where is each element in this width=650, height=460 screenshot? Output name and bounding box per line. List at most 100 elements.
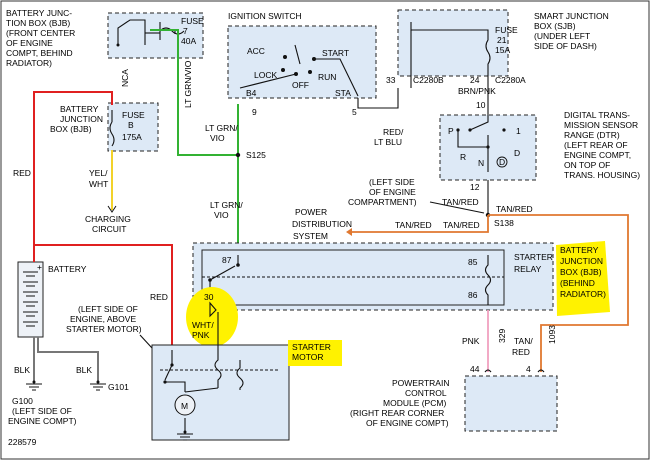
wire-lt-grn-vio-mid-label-2: VIO xyxy=(210,133,225,143)
wire-lt-grn-vio-vertical-label: LT GRN/VIO xyxy=(183,60,193,108)
ignition-pin-5: 5 xyxy=(352,107,357,117)
sjb-conn-c2280b: C2280B xyxy=(413,75,444,85)
svg-text:B: B xyxy=(128,120,134,130)
sjb-conn-c2280a: C2280A xyxy=(495,75,526,85)
svg-text:RUN: RUN xyxy=(318,72,336,82)
pcm-pin-4: 4 xyxy=(526,364,531,374)
charging-label: CHARGING xyxy=(85,214,131,224)
dtr-pin-12: 12 xyxy=(470,182,480,192)
pcm-connectors xyxy=(484,369,545,373)
relay-pin-86: 86 xyxy=(468,290,478,300)
wire-tan-red-bottom-label-2: RED xyxy=(512,347,530,357)
bjb-right-label: BATTERY JUNCTION BOX (BJB) (BEHIND RADIA… xyxy=(560,245,606,299)
battery-cells xyxy=(23,271,38,327)
svg-text:ENGINE COMPT): ENGINE COMPT) xyxy=(8,416,77,426)
svg-text:7: 7 xyxy=(183,26,188,36)
svg-text:(LEFT REAR OF: (LEFT REAR OF xyxy=(564,140,628,150)
pcm-box xyxy=(464,375,558,432)
splice-s125-label: S125 xyxy=(246,150,266,160)
starter-motor-label: STARTER MOTOR xyxy=(292,342,331,362)
svg-text:DISTRIBUTION: DISTRIBUTION xyxy=(292,219,352,229)
wire-wht-pnk-label: WHT/ xyxy=(192,320,214,330)
wire-red-blu-label-2: LT BLU xyxy=(374,137,402,147)
svg-text:BOX (BJB): BOX (BJB) xyxy=(50,124,92,134)
connector-30-symbol xyxy=(209,301,217,318)
svg-text:D: D xyxy=(499,157,505,167)
svg-text:OFF: OFF xyxy=(292,80,309,90)
starter-motor-box xyxy=(151,344,290,441)
svg-text:OF ENGINE: OF ENGINE xyxy=(369,187,416,197)
sjb-label: SMART JUNCTION BOX (SJB) (UNDER LEFT SID… xyxy=(534,11,609,51)
ignition-title: IGNITION SWITCH xyxy=(228,11,302,21)
svg-text:FUSE: FUSE xyxy=(181,16,204,26)
svg-text:N: N xyxy=(478,158,484,168)
svg-text:MOTOR: MOTOR xyxy=(292,352,323,362)
svg-text:ON TOP OF: ON TOP OF xyxy=(564,160,610,170)
pcm-label: POWERTRAIN CONTROL MODULE (PCM) (RIGHT R… xyxy=(350,378,449,428)
starter-motor-internals xyxy=(160,345,280,432)
wire-1093-label: 1093 xyxy=(547,325,557,344)
wire-blk-mid-label: BLK xyxy=(76,365,92,375)
wire-tan-red-bjb-pcm xyxy=(488,214,629,372)
svg-text:R: R xyxy=(460,152,466,162)
svg-text:STA: STA xyxy=(335,88,351,98)
svg-text:(LEFT SIDE: (LEFT SIDE xyxy=(369,177,415,187)
power-dist-arrow xyxy=(346,228,352,236)
battery-label: BATTERY xyxy=(48,264,87,274)
svg-text:STARTER: STARTER xyxy=(292,342,331,352)
svg-text:TION BOX (BJB): TION BOX (BJB) xyxy=(6,18,70,28)
nca-label: NCA xyxy=(120,69,130,87)
bjb-right-highlight xyxy=(556,241,610,316)
wire-tan-red-power-dist xyxy=(350,215,489,233)
svg-text:FUSE: FUSE xyxy=(495,25,518,35)
ignition-switch-box xyxy=(227,25,377,99)
svg-text:CONTROL: CONTROL xyxy=(405,388,447,398)
svg-text:BOX (SJB): BOX (SJB) xyxy=(534,21,576,31)
svg-text:COMPT, BEHIND: COMPT, BEHIND xyxy=(6,48,73,58)
svg-text:ACC: ACC xyxy=(247,46,265,56)
wire-lt-grn-vio-low-label: LT GRN/ xyxy=(210,200,243,210)
wire-red-lt-blu xyxy=(357,88,399,109)
svg-text:BATTERY: BATTERY xyxy=(560,245,599,255)
svg-text:FUSE: FUSE xyxy=(122,110,145,120)
relay-pin-30-overlay: 30 xyxy=(204,292,214,302)
svg-text:JUNCTION: JUNCTION xyxy=(560,256,603,266)
wire-pin-10: 10 xyxy=(476,100,486,110)
svg-text:TRANS. HOUSING): TRANS. HOUSING) xyxy=(564,170,640,180)
svg-text:SYSTEM: SYSTEM xyxy=(293,231,328,241)
motor-symbol-letter: M xyxy=(181,401,188,411)
ground-symbol-starter xyxy=(177,430,193,441)
wire-yel-wht-label: YEL/ xyxy=(89,168,108,178)
starter-relay-label: STARTER RELAY xyxy=(514,252,553,274)
svg-text:P: P xyxy=(448,126,454,136)
wire-brn-pnk-label: BRN/PNK xyxy=(458,86,496,96)
s138-pointer xyxy=(429,201,485,214)
bjb-mid-label: BATTERY JUNCTION BOX (BJB) xyxy=(50,104,103,134)
fuse-21-symbol xyxy=(410,22,491,88)
svg-text:SIDE OF DASH): SIDE OF DASH) xyxy=(534,41,597,51)
wire-pnk-label: PNK xyxy=(462,336,480,346)
ground-symbol-g100 xyxy=(26,380,42,391)
wire-red-label: RED xyxy=(13,168,31,178)
g101-label: G101 xyxy=(108,382,129,392)
svg-text:D: D xyxy=(514,148,520,158)
svg-text:BATTERY: BATTERY xyxy=(60,104,99,114)
sjb-box xyxy=(397,9,509,77)
fuse-b-symbol xyxy=(109,110,115,147)
svg-text:JUNCTION: JUNCTION xyxy=(60,114,103,124)
ignition-switch-contacts xyxy=(239,44,359,97)
svg-text:RANGE (DTR): RANGE (DTR) xyxy=(564,130,620,140)
relay-coil xyxy=(484,255,492,305)
svg-text:RADIATOR): RADIATOR) xyxy=(560,289,606,299)
svg-text:DIGITAL TRANS-: DIGITAL TRANS- xyxy=(564,110,630,120)
svg-text:1: 1 xyxy=(516,126,521,136)
svg-text:40A: 40A xyxy=(181,36,196,46)
splice-s125-dot xyxy=(235,152,241,158)
wire-blk-g101 xyxy=(37,337,99,382)
svg-text:BATTERY JUNC-: BATTERY JUNC- xyxy=(6,8,72,18)
svg-text:(LEFT SIDE OF: (LEFT SIDE OF xyxy=(78,304,138,314)
svg-text:RADIATOR): RADIATOR) xyxy=(6,58,52,68)
svg-text:(UNDER LEFT: (UNDER LEFT xyxy=(534,31,590,41)
svg-text:BOX (BJB): BOX (BJB) xyxy=(560,267,602,277)
bjb-fuseB-box xyxy=(107,102,159,152)
